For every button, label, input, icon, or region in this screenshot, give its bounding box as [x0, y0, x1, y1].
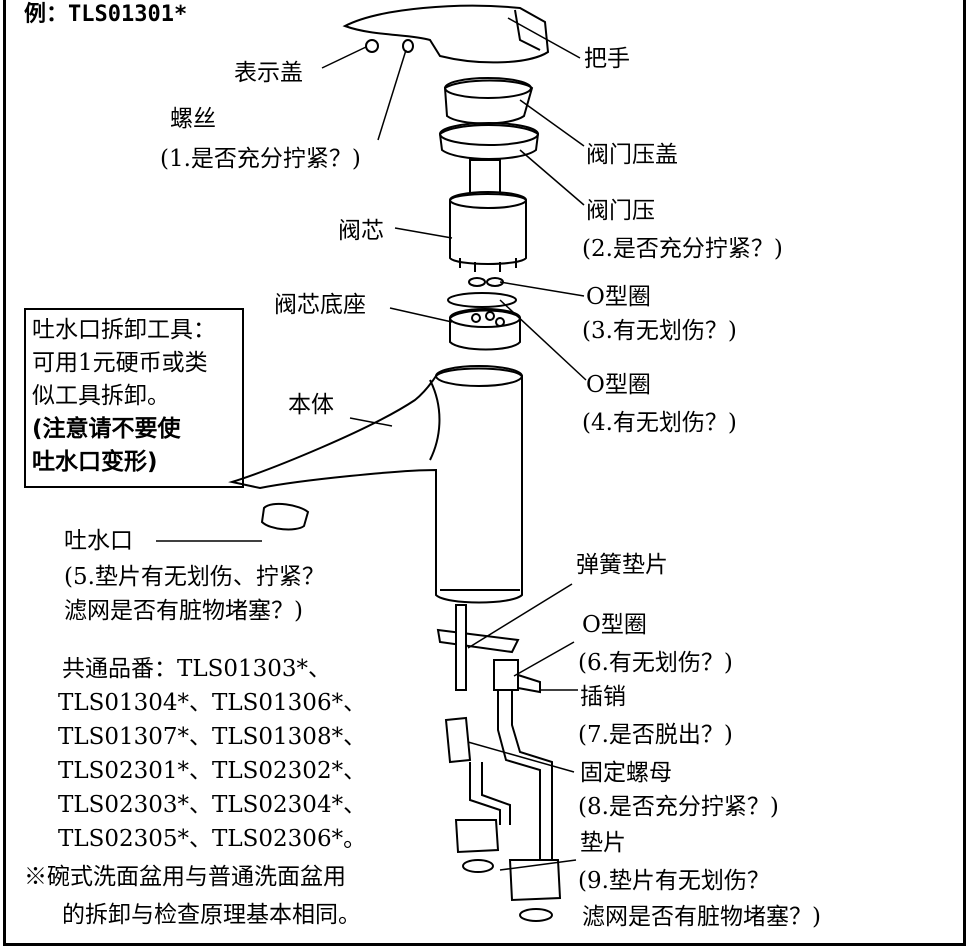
spout-note-1: (5.垫片有无划伤、拧紧？: [64, 564, 325, 590]
fixing-nut-part: [444, 716, 472, 764]
tool-note-line-1: 吐水口拆卸工具：: [32, 317, 216, 343]
footnote-line-1: ※碗式洗面盆用与普通洗面盆用: [24, 864, 346, 890]
body-label: 本体: [288, 392, 334, 418]
oring-3-note: (6.有无划伤？): [578, 650, 733, 676]
oring-small-1: [468, 277, 486, 287]
hose-nut-right: [508, 859, 562, 902]
stud-part: [455, 604, 467, 691]
handle-label: 把手: [584, 46, 630, 72]
common-model-line-5: TLS02303*、TLS02304*、: [58, 792, 367, 818]
common-model-line-4: TLS02301*、TLS02302*、: [58, 758, 367, 784]
aerator-part: [260, 502, 310, 531]
cartridge-label: 阀芯: [338, 218, 384, 244]
screw-part: [402, 39, 414, 53]
hose-part: [497, 660, 553, 860]
common-model-line-2: TLS01304*、TLS01306*、: [58, 690, 367, 716]
spout-label: 吐水口: [64, 528, 133, 554]
common-model-line-1: 共通品番：TLS01303*、: [62, 656, 332, 682]
indicator-cap-part: [365, 39, 379, 53]
example-model-label: 例：TLS01301*: [24, 2, 188, 27]
hose-part-2: [469, 762, 511, 825]
tool-note-line-2: 可用1元硬币或类: [32, 350, 208, 376]
oring-3-label: O型圈: [582, 612, 647, 638]
oring-large: [447, 292, 517, 308]
fixing-nut-note: (8.是否充分拧紧？): [578, 794, 779, 820]
cartridge-stem: [469, 159, 501, 197]
valve-cover-part: [443, 79, 534, 125]
oring-2-label: O型圈: [586, 372, 651, 398]
spout-tool-note-box: 吐水口拆卸工具： 可用1元硬币或类 似工具拆卸。 (注意请不要使 吐水口变形): [24, 308, 244, 488]
gasket-right: [519, 908, 553, 922]
gasket-label: 垫片: [580, 830, 626, 856]
screw-note: (1.是否充分拧紧？): [160, 146, 361, 172]
valve-press-note: (2.是否充分拧紧？): [582, 236, 783, 262]
pin-label: 插销: [580, 684, 626, 710]
oring-2-note: (4.有无划伤？): [582, 410, 737, 436]
tool-note-line-3: 似工具拆卸。: [32, 383, 170, 409]
cartridge-base-label: 阀芯底座: [274, 292, 366, 318]
valve-press-label: 阀门压: [586, 198, 655, 224]
common-model-line-6: TLS02305*、TLS02306*。: [58, 826, 367, 852]
common-model-line-3: TLS01307*、TLS01308*、: [58, 724, 367, 750]
oring-1-label: O型圈: [586, 284, 651, 310]
tool-note-warning-2: 吐水口变形): [32, 449, 158, 475]
tool-note-warning-1: (注意请不要使: [32, 416, 181, 442]
valve-press-part: [438, 124, 540, 160]
valve-cover-label: 阀门压盖: [586, 142, 678, 168]
oring-1-note: (3.有无划伤？): [582, 318, 737, 344]
gasket-note-1: (9.垫片有无划伤？: [578, 868, 770, 894]
hose-nut-left: [454, 819, 500, 854]
footnote-line-2: 的拆卸与检查原理基本相同。: [62, 902, 361, 928]
spout-note-2: 滤网是否有脏物堵塞？): [64, 598, 303, 624]
pin-note: (7.是否脱出？): [578, 722, 733, 748]
cartridge-base-part: [449, 309, 521, 351]
gasket-note-2: 滤网是否有脏物堵塞？): [582, 904, 821, 930]
fixing-nut-label: 固定螺母: [580, 760, 672, 786]
handle-part: [342, 4, 550, 64]
screw-label: 螺丝: [170, 106, 216, 132]
cartridge-part: [449, 193, 527, 265]
gasket-left: [462, 859, 494, 873]
indicator-cap-label: 表示盖: [234, 60, 303, 86]
spring-washer-label: 弹簧垫片: [576, 552, 668, 578]
